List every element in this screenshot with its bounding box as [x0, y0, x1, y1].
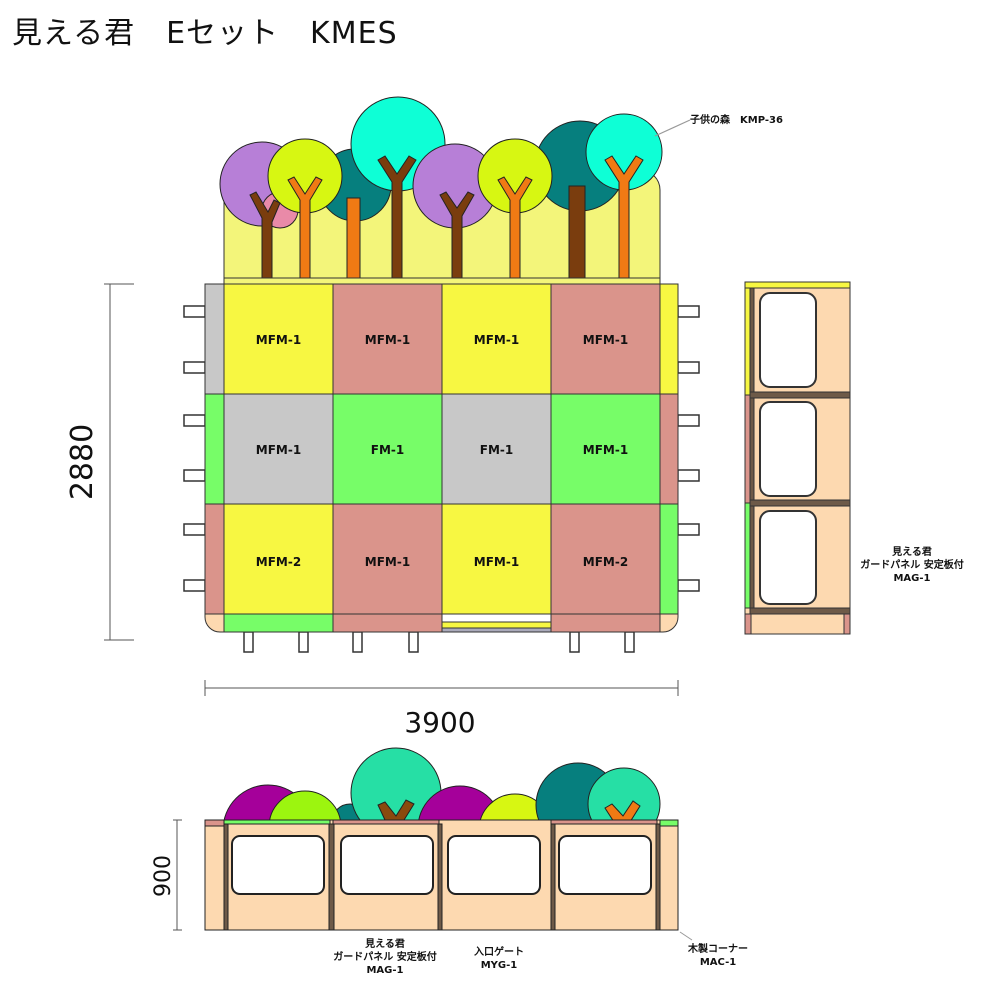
- svg-text:入口ゲート: 入口ゲート: [474, 945, 524, 958]
- mat-cell-label: MFM-1: [474, 333, 519, 347]
- height-dimension: [173, 819, 182, 931]
- mat-cell: [223, 283, 334, 395]
- svg-text:見える君: 見える君: [364, 938, 405, 950]
- mat-cell-label: MFM-1: [583, 443, 628, 457]
- depth-dimension-value: 2880: [65, 424, 100, 500]
- mat-cell: [223, 503, 334, 615]
- left-legs: [183, 305, 206, 592]
- forest-panel-top-view: [219, 96, 663, 285]
- svg-text:MAC-1: MAC-1: [700, 957, 736, 968]
- mat-cell: [223, 393, 334, 505]
- svg-text:見える君: 見える君: [891, 546, 932, 558]
- mat-cell: [550, 283, 661, 395]
- mat-cell: [441, 393, 552, 505]
- mat-cell: [332, 393, 443, 505]
- svg-text:木製コーナー: 木製コーナー: [687, 942, 748, 955]
- depth-dimension: [104, 283, 134, 641]
- mat-cell: [441, 503, 552, 615]
- forest-label: 子供の森 KMP-36: [690, 113, 783, 126]
- drawing-title: 見える君 Eセット KMES: [12, 16, 398, 51]
- right-legs: [677, 305, 700, 592]
- mat-cell: [332, 503, 443, 615]
- mat-cell-label: FM-1: [371, 443, 404, 457]
- side-strips: [204, 283, 679, 633]
- svg-text:ガードパネル 安定板付: ガードパネル 安定板付: [860, 558, 963, 571]
- forest-leader-line: [654, 119, 691, 137]
- front-guard-label: 見える君 ガードパネル 安定板付 MAG-1: [333, 938, 436, 976]
- width-dimension-value: 3900: [404, 706, 475, 739]
- side-view-label: 見える君 ガードパネル 安定板付 MAG-1: [860, 546, 963, 584]
- svg-text:ガードパネル 安定板付: ガードパネル 安定板付: [333, 950, 436, 963]
- gate-label: 入口ゲート MYG-1: [474, 945, 524, 971]
- side-view-guard-panel: [744, 281, 851, 635]
- mat-cell-label: MFM-1: [256, 333, 301, 347]
- width-dimension: [204, 680, 679, 696]
- height-dimension-value: 900: [151, 855, 176, 897]
- mat-cell-label: MFM-2: [256, 555, 301, 569]
- svg-text:MAG-1: MAG-1: [366, 965, 403, 976]
- mat-cell-label: MFM-1: [365, 333, 410, 347]
- mat-cell: [550, 503, 661, 615]
- front-elevation: [204, 747, 679, 931]
- corner-label: 木製コーナー MAC-1: [687, 942, 748, 968]
- mat-cell-label: MFM-1: [365, 555, 410, 569]
- mat-cell-label: MFM-1: [256, 443, 301, 457]
- bottom-legs: [243, 631, 635, 653]
- svg-text:MYG-1: MYG-1: [481, 960, 518, 971]
- mat-cell-label: MFM-2: [583, 555, 628, 569]
- svg-text:MAG-1: MAG-1: [893, 573, 930, 584]
- corner-leader-line: [679, 931, 693, 941]
- mat-cell-label: FM-1: [480, 443, 513, 457]
- mat-cell: [550, 393, 661, 505]
- mat-cell-label: MFM-1: [583, 333, 628, 347]
- mat-cell: [332, 283, 443, 395]
- mat-cell-label: MFM-1: [474, 555, 519, 569]
